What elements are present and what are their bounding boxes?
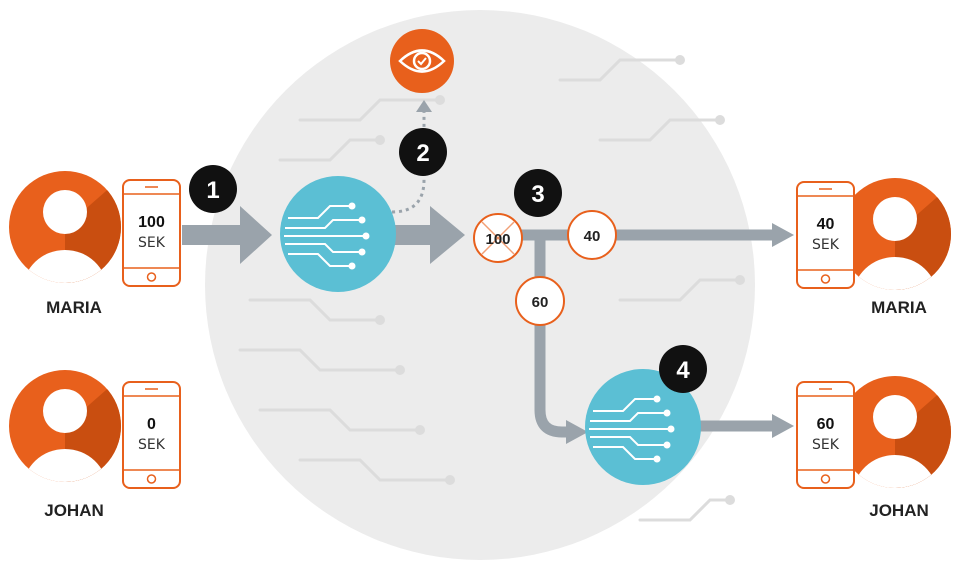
phone-icon: 60 SEK: [796, 381, 855, 489]
circuit-node-icon: [585, 369, 701, 485]
person-maria-left: 100 SEK MARIA: [9, 171, 181, 317]
person-icon: [839, 178, 951, 290]
balance-currency: SEK: [138, 235, 166, 251]
bubble-johan-label: 60: [532, 294, 549, 311]
person-name: MARIA: [46, 298, 102, 317]
step-badge-1: 1: [189, 165, 237, 213]
circuit-node-icon: [280, 176, 396, 292]
balance-amount: 100: [138, 214, 165, 231]
arrow-to-node-4: [534, 240, 568, 438]
step-badge-2: 2: [399, 128, 447, 176]
arrow-step-1: [182, 206, 272, 264]
bubble-to-johan: 60: [515, 276, 565, 326]
balance-currency: SEK: [812, 237, 840, 253]
svg-text:1: 1: [206, 177, 219, 204]
step-badge-4: 4: [659, 345, 707, 393]
svg-text:2: 2: [416, 140, 429, 167]
bubble-original-amount: 100: [473, 213, 523, 263]
flow-arrows: [182, 100, 794, 444]
phone-icon: 40 SEK: [796, 181, 855, 289]
phone-icon: 100 SEK: [122, 179, 181, 287]
eye-check-icon: [390, 29, 454, 93]
balance-currency: SEK: [812, 437, 840, 453]
svg-text:3: 3: [531, 181, 544, 208]
person-johan-right: 60 SEK JOHAN: [796, 376, 951, 520]
step-badge-3: 3: [514, 169, 562, 217]
bubble-original-label: 100: [485, 231, 510, 248]
balance-amount: 0: [147, 416, 156, 433]
balance-amount: 40: [817, 216, 835, 233]
person-name: JOHAN: [869, 501, 929, 520]
svg-text:4: 4: [676, 357, 690, 384]
phone-icon: 0 SEK: [122, 381, 181, 489]
balance-amount: 60: [817, 416, 835, 433]
person-maria-right: 40 SEK MARIA: [796, 178, 951, 317]
backdrop: [205, 10, 755, 560]
balance-currency: SEK: [138, 437, 166, 453]
person-johan-left: 0 SEK JOHAN: [9, 370, 181, 520]
dotted-verify-line: [391, 110, 426, 214]
person-name: JOHAN: [44, 501, 104, 520]
bubble-to-maria: 40: [567, 210, 617, 260]
person-name: MARIA: [871, 298, 927, 317]
person-icon: [9, 370, 121, 482]
arrow-node-to-split: [392, 206, 465, 264]
bubble-maria-label: 40: [584, 228, 601, 245]
